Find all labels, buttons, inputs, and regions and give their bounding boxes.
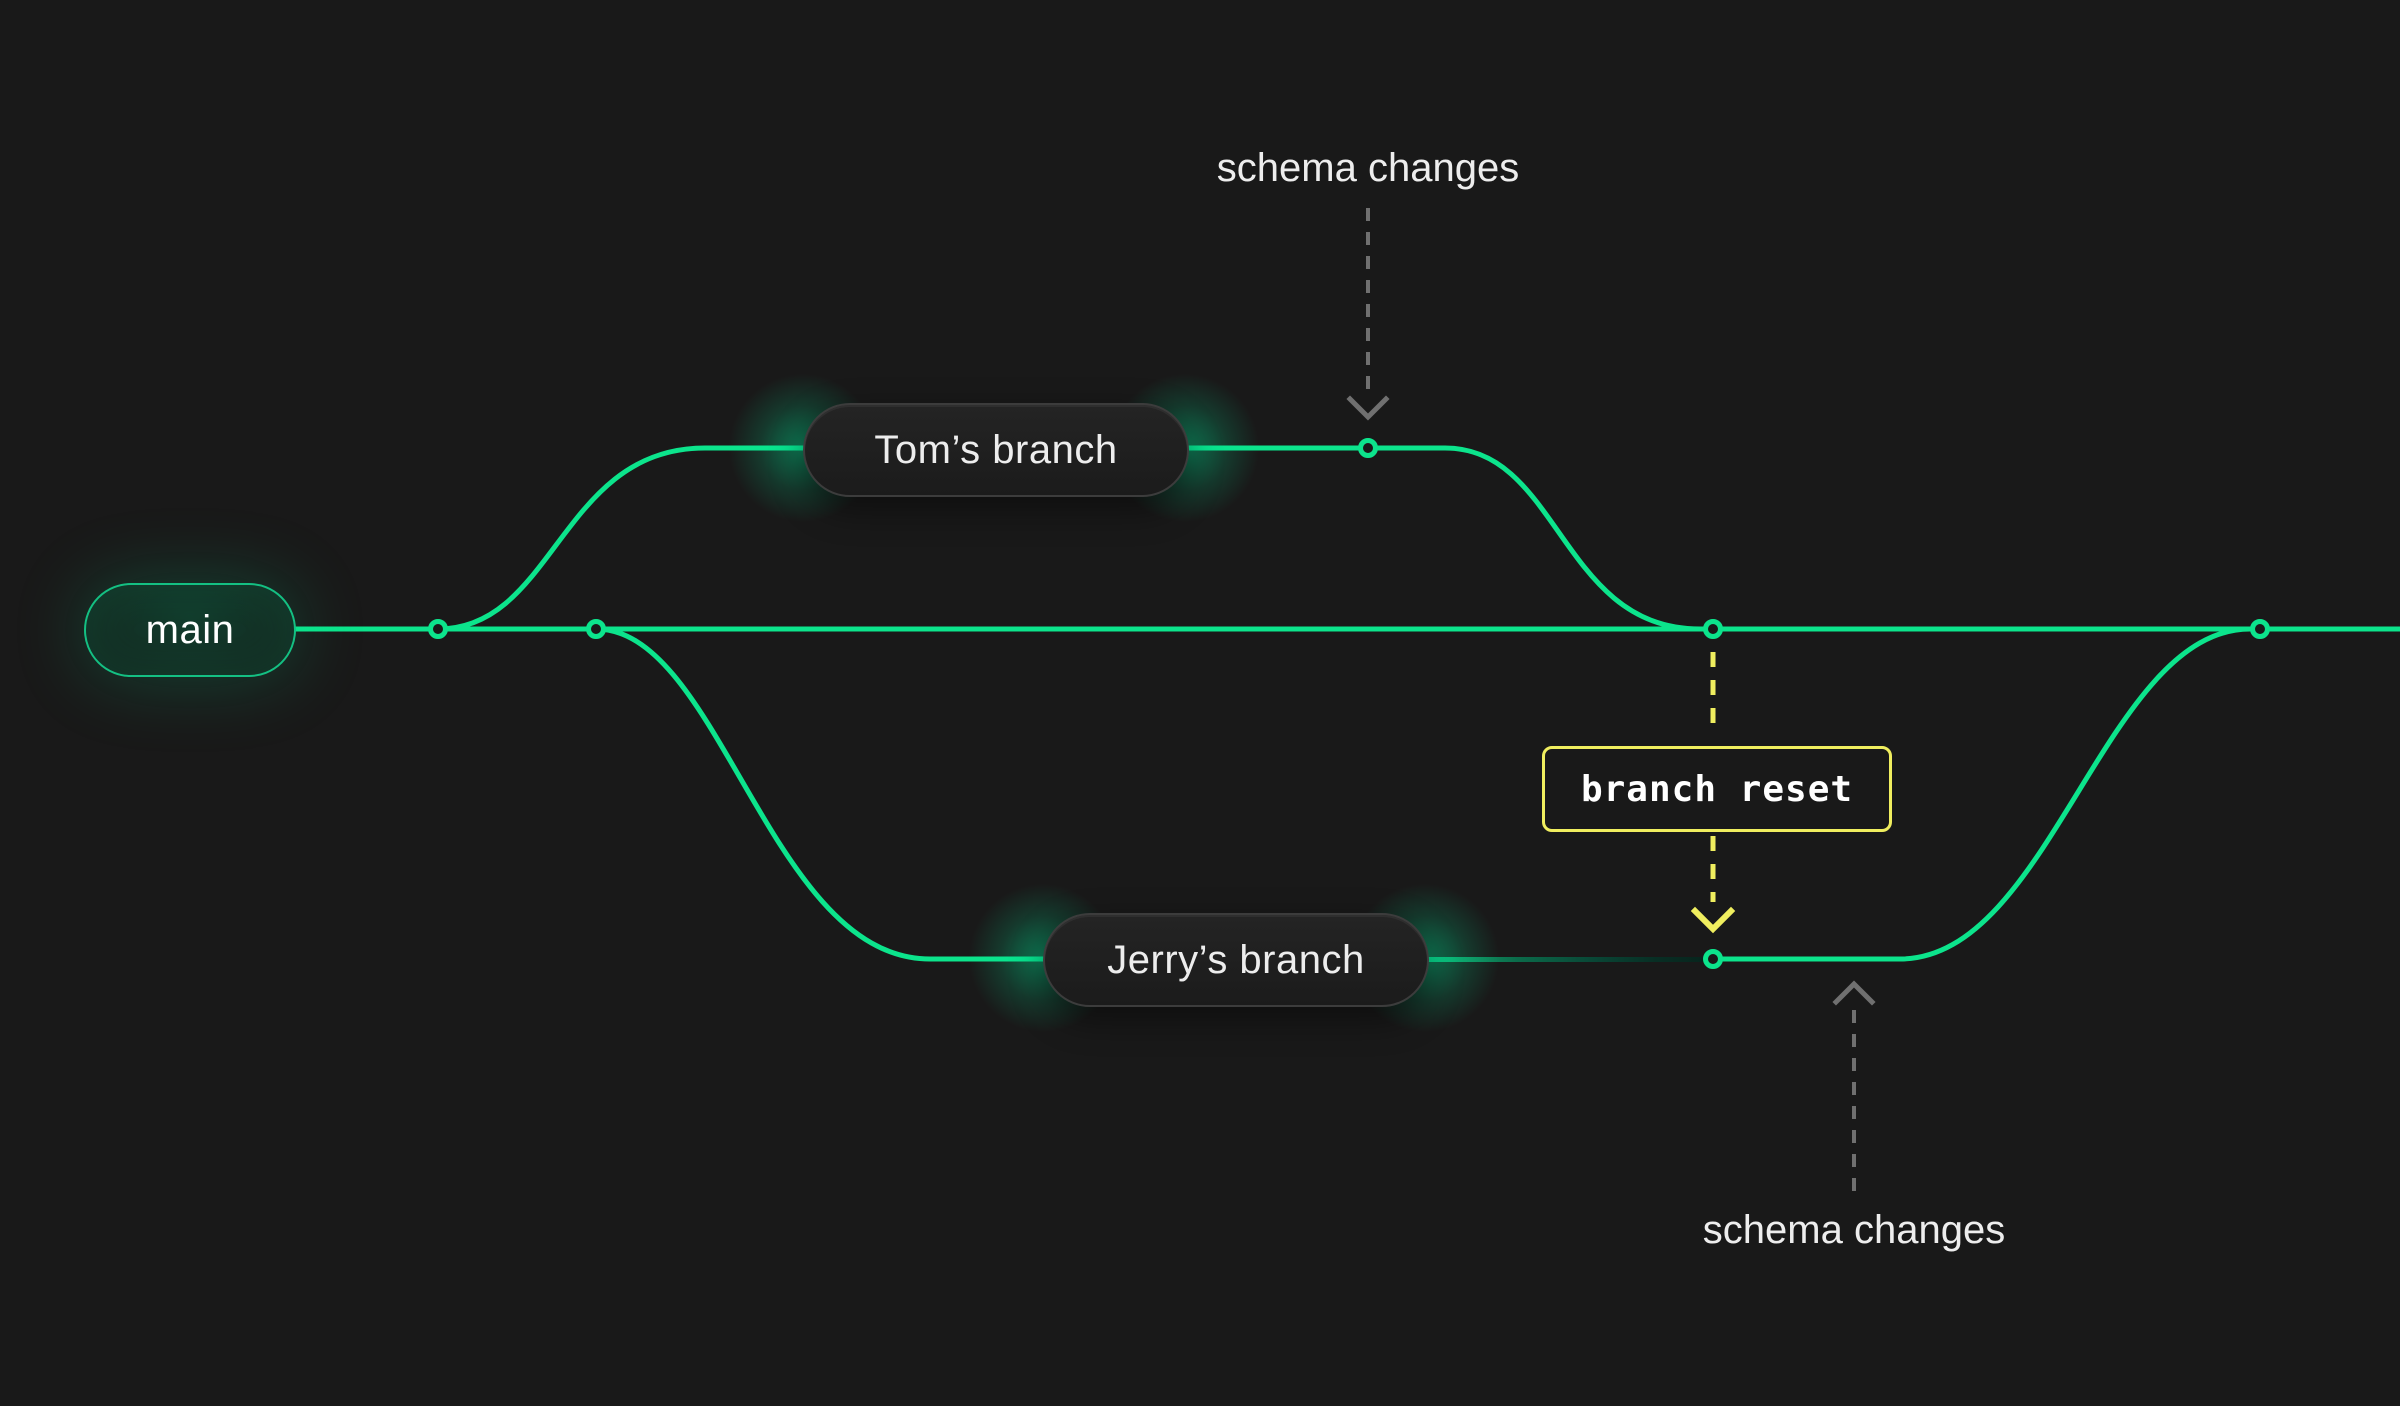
branch-pill-tom: Tom’s branch: [803, 403, 1189, 497]
branch-label-jerry: Jerry’s branch: [1107, 937, 1365, 982]
commit-node-main-3: [1703, 619, 1723, 639]
commit-node-tom: [1358, 438, 1378, 458]
annotation-schema-changes-bottom: schema changes: [1703, 1208, 2005, 1253]
commit-node-main-4: [2250, 619, 2270, 639]
branch-pill-jerry: Jerry’s branch: [1043, 913, 1429, 1007]
branch-label-tom: Tom’s branch: [874, 427, 1118, 472]
jerry-branch-out-line: [595, 626, 1420, 962]
branch-reset-box: branch reset: [1542, 746, 1892, 832]
jerry-branch-merge-line: [1713, 626, 2260, 962]
jerry-branch-faded-line-segment: [1425, 957, 1714, 962]
schema-changes-bottom-label: schema changes: [1702, 1208, 2006, 1252]
branch-reset-label: branch reset: [1580, 768, 1854, 810]
commit-node-main-1: [428, 619, 448, 639]
branch-pill-main: main: [84, 583, 296, 677]
schema-changes-top-label: schema changes: [1216, 146, 1520, 190]
schema-changes-top-arrowhead-icon: [1346, 395, 1390, 421]
annotation-schema-changes-top: schema changes: [1217, 146, 1519, 191]
commit-node-jerry: [1703, 949, 1723, 969]
branch-label-main: main: [145, 607, 235, 652]
branch-reset-arrowhead-icon: [1690, 906, 1736, 934]
commit-node-main-2: [586, 619, 606, 639]
schema-changes-bottom-arrowhead-icon: [1832, 980, 1876, 1006]
